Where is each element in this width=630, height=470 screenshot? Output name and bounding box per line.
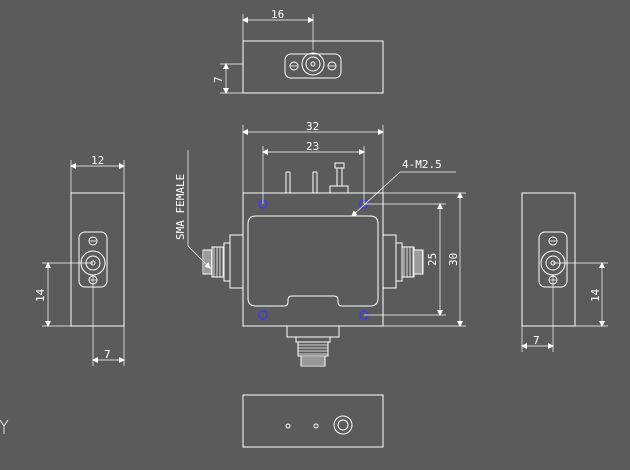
bottom-view-terminal-outer bbox=[333, 415, 353, 435]
dim-left-height-label: 14 bbox=[34, 288, 47, 302]
bottom-view bbox=[242, 394, 384, 448]
left-sma-connector bbox=[202, 234, 244, 289]
right-view-body bbox=[521, 192, 576, 327]
dim-height-outer-label: 30 bbox=[447, 253, 460, 266]
bottom-view-pin-hole-1 bbox=[285, 423, 291, 429]
dim-front-spacing-label: 23 bbox=[306, 140, 319, 153]
left-side-view: 12 14 7 bbox=[34, 154, 125, 366]
mount-hole-callout: 4-M2.5 bbox=[402, 158, 442, 171]
bottom-view-body bbox=[242, 394, 384, 448]
bottom-view-terminal-inner bbox=[337, 419, 349, 431]
dim-left-width-label: 12 bbox=[91, 154, 104, 167]
dim-left-offset-label: 7 bbox=[104, 348, 111, 361]
front-view-terminal-post bbox=[336, 167, 343, 187]
right-sma-connector bbox=[382, 234, 424, 289]
dim-top-width-label: 16 bbox=[271, 8, 284, 21]
front-view: 32 23 4-M2.5 SMA FEMALE 25 30 bbox=[174, 120, 466, 367]
top-view-screw-right bbox=[327, 61, 337, 71]
front-view-cover bbox=[247, 215, 379, 307]
dim-height-inner-label: 25 bbox=[426, 253, 439, 266]
dim-front-width-label: 32 bbox=[306, 120, 319, 133]
top-view-connector-pin bbox=[310, 61, 316, 67]
bottom-sma-connector bbox=[286, 325, 340, 367]
sma-leader bbox=[187, 245, 211, 269]
mount-hole-bottom-left bbox=[258, 310, 268, 320]
front-view-terminal-base bbox=[329, 185, 349, 194]
dim-right-offset-label: 7 bbox=[533, 334, 540, 347]
ucs-icon-fragment bbox=[0, 419, 9, 434]
top-view-connector-inner bbox=[305, 56, 321, 72]
top-view: 16 7 bbox=[212, 8, 384, 94]
mount-hole-leader bbox=[351, 171, 401, 217]
left-view-body bbox=[70, 192, 125, 327]
dim-right-height-label: 14 bbox=[589, 288, 602, 302]
right-side-view: 14 7 bbox=[521, 192, 608, 352]
front-view-pins bbox=[285, 162, 349, 194]
top-view-screw-left bbox=[289, 61, 299, 71]
top-view-connector-outer bbox=[301, 52, 325, 76]
top-view-flange bbox=[284, 53, 342, 79]
dim-top-height-label: 7 bbox=[212, 76, 225, 83]
front-view-terminal-cap bbox=[334, 162, 345, 169]
sma-callout: SMA FEMALE bbox=[174, 174, 187, 240]
bottom-view-pin-hole-2 bbox=[313, 423, 319, 429]
